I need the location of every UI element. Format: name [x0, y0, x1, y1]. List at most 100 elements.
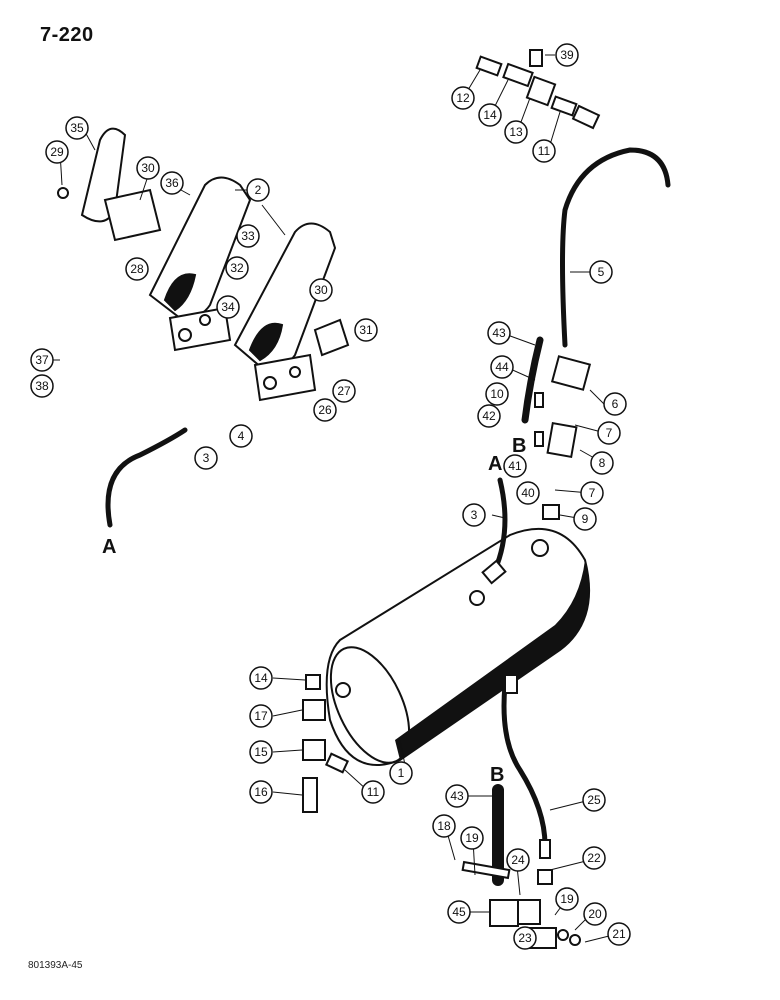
callout-bubble	[485, 382, 509, 406]
callout-bubble	[460, 826, 484, 850]
callout-number: 2	[255, 183, 262, 197]
callout-bubble	[389, 761, 413, 785]
callout-bubble	[555, 887, 579, 911]
callout-number: 36	[165, 176, 179, 190]
callout-bubble	[573, 507, 597, 531]
callout-number: 16	[254, 785, 268, 799]
callout-number: 7	[589, 486, 596, 500]
callout-number: 7	[606, 426, 613, 440]
brake-valve-right	[233, 222, 337, 402]
callout-number: 31	[359, 323, 373, 337]
callout-number: 32	[230, 261, 244, 275]
callout-bubble	[583, 902, 607, 926]
callout-bubble	[313, 398, 337, 422]
callout-bubble	[503, 454, 527, 478]
callout-bubble	[354, 318, 378, 342]
callout-number: 3	[203, 451, 210, 465]
callout-number: 24	[511, 853, 525, 867]
callout-number: 23	[518, 931, 532, 945]
callout-number: 21	[612, 927, 626, 941]
callout-number: 1	[398, 766, 405, 780]
callout-number: 39	[560, 48, 574, 62]
callout-number: 43	[492, 326, 506, 340]
callout-bubble	[506, 848, 530, 872]
callout-number: 9	[582, 512, 589, 526]
callout-number: 15	[254, 745, 268, 759]
callout-number: 3	[471, 508, 478, 522]
connection-label-a-right: A	[488, 453, 502, 475]
callout-bubble	[225, 256, 249, 280]
callout-bubble	[249, 780, 273, 804]
callout-bubble	[490, 355, 514, 379]
callout-number: 18	[437, 819, 451, 833]
callout-number: 14	[254, 671, 268, 685]
connection-label-a-left: A	[102, 536, 116, 558]
callout-number: 30	[314, 283, 328, 297]
callout-number: 29	[50, 145, 64, 159]
callout-number: 11	[538, 144, 551, 158]
callout-number: 4	[238, 429, 245, 443]
callout-number: 20	[588, 907, 602, 921]
callout-bubble	[451, 86, 475, 110]
tee-fittings	[475, 49, 601, 585]
callout-bubble	[590, 451, 614, 475]
callout-bubble	[432, 814, 456, 838]
callout-number: 28	[130, 262, 144, 276]
callout-bubble	[309, 278, 333, 302]
callout-bubble	[447, 900, 471, 924]
callout-bubble	[249, 740, 273, 764]
callout-bubble	[216, 295, 240, 319]
callout-bubble	[477, 404, 501, 428]
callout-number: 43	[450, 789, 464, 803]
callout-bubble	[332, 379, 356, 403]
callout-number: 26	[318, 403, 332, 417]
bottom-fittings	[461, 839, 581, 949]
callout-number: 41	[508, 459, 522, 473]
callout-bubble	[229, 424, 253, 448]
callout-bubble	[607, 922, 631, 946]
callout-bubble	[194, 446, 218, 470]
callout-bubble	[582, 788, 606, 812]
pedal-bracket	[57, 127, 350, 357]
connection-label-b-upper: B	[512, 435, 526, 457]
connection-label-b-lower: B	[490, 764, 504, 786]
callout-bubble	[580, 481, 604, 505]
callout-bubble	[30, 374, 54, 398]
callout-bubble	[445, 784, 469, 808]
callout-number: 25	[587, 793, 601, 807]
page-number: 7-220	[40, 24, 94, 46]
callout-number: 40	[521, 486, 535, 500]
callout-bubble	[246, 178, 270, 202]
callout-number: 14	[483, 108, 497, 122]
callout-bubble	[30, 348, 54, 372]
callout-bubble	[516, 481, 540, 505]
callout-bubble	[513, 926, 537, 950]
callout-number: 17	[254, 709, 268, 723]
callout-number: 37	[35, 353, 49, 367]
callout-bubble	[236, 224, 260, 248]
callout-number: 42	[482, 409, 496, 423]
callout-number: 22	[587, 851, 601, 865]
callout-bubble	[462, 503, 486, 527]
callout-number: 35	[70, 121, 84, 135]
callout-number: 10	[490, 387, 504, 401]
brake-valve-left	[148, 176, 252, 352]
hoses	[105, 147, 671, 886]
callout-bubble	[478, 103, 502, 127]
figure-id: 801393A-45	[28, 960, 83, 971]
callout-bubble	[249, 704, 273, 728]
callout-bubble	[555, 43, 579, 67]
callout-number: 13	[509, 125, 523, 139]
callout-number: 27	[337, 384, 351, 398]
callout-bubble	[504, 120, 528, 144]
callout-number: 19	[465, 831, 479, 845]
callout-bubble	[361, 780, 385, 804]
tank-fittings	[302, 674, 518, 813]
callout-bubble	[125, 257, 149, 281]
air-tank	[325, 527, 591, 766]
callout-number: 38	[35, 379, 49, 393]
callout-bubble	[160, 171, 184, 195]
callout-number: 8	[599, 456, 606, 470]
